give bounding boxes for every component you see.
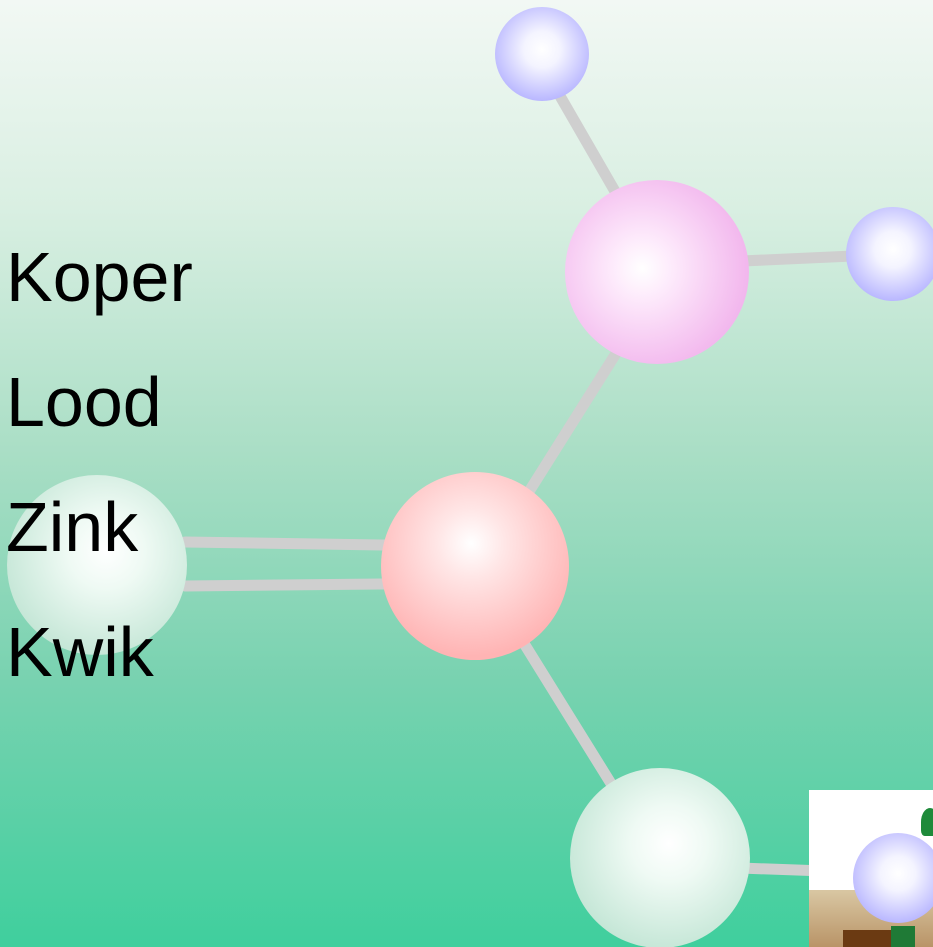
atom-right-blue (846, 207, 933, 301)
bonds (179, 64, 886, 879)
clip-art-stripe (843, 930, 903, 947)
atom-pink (565, 180, 749, 364)
list-item-koper: Koper (6, 238, 193, 316)
atom-top-blue (495, 7, 589, 101)
atom-red (381, 472, 569, 660)
list-item-lood: Lood (6, 363, 162, 441)
clip-art-icon (809, 790, 933, 947)
atom-left-mint (7, 475, 187, 655)
clip-art-stem (891, 926, 915, 947)
word-list: Koper Lood Zink Kwik (6, 215, 193, 715)
list-item-zink: Zink (6, 488, 139, 566)
clip-art-leaf (921, 808, 933, 836)
atom-bottom-mint (570, 768, 750, 947)
list-item-kwik: Kwik (6, 613, 154, 691)
